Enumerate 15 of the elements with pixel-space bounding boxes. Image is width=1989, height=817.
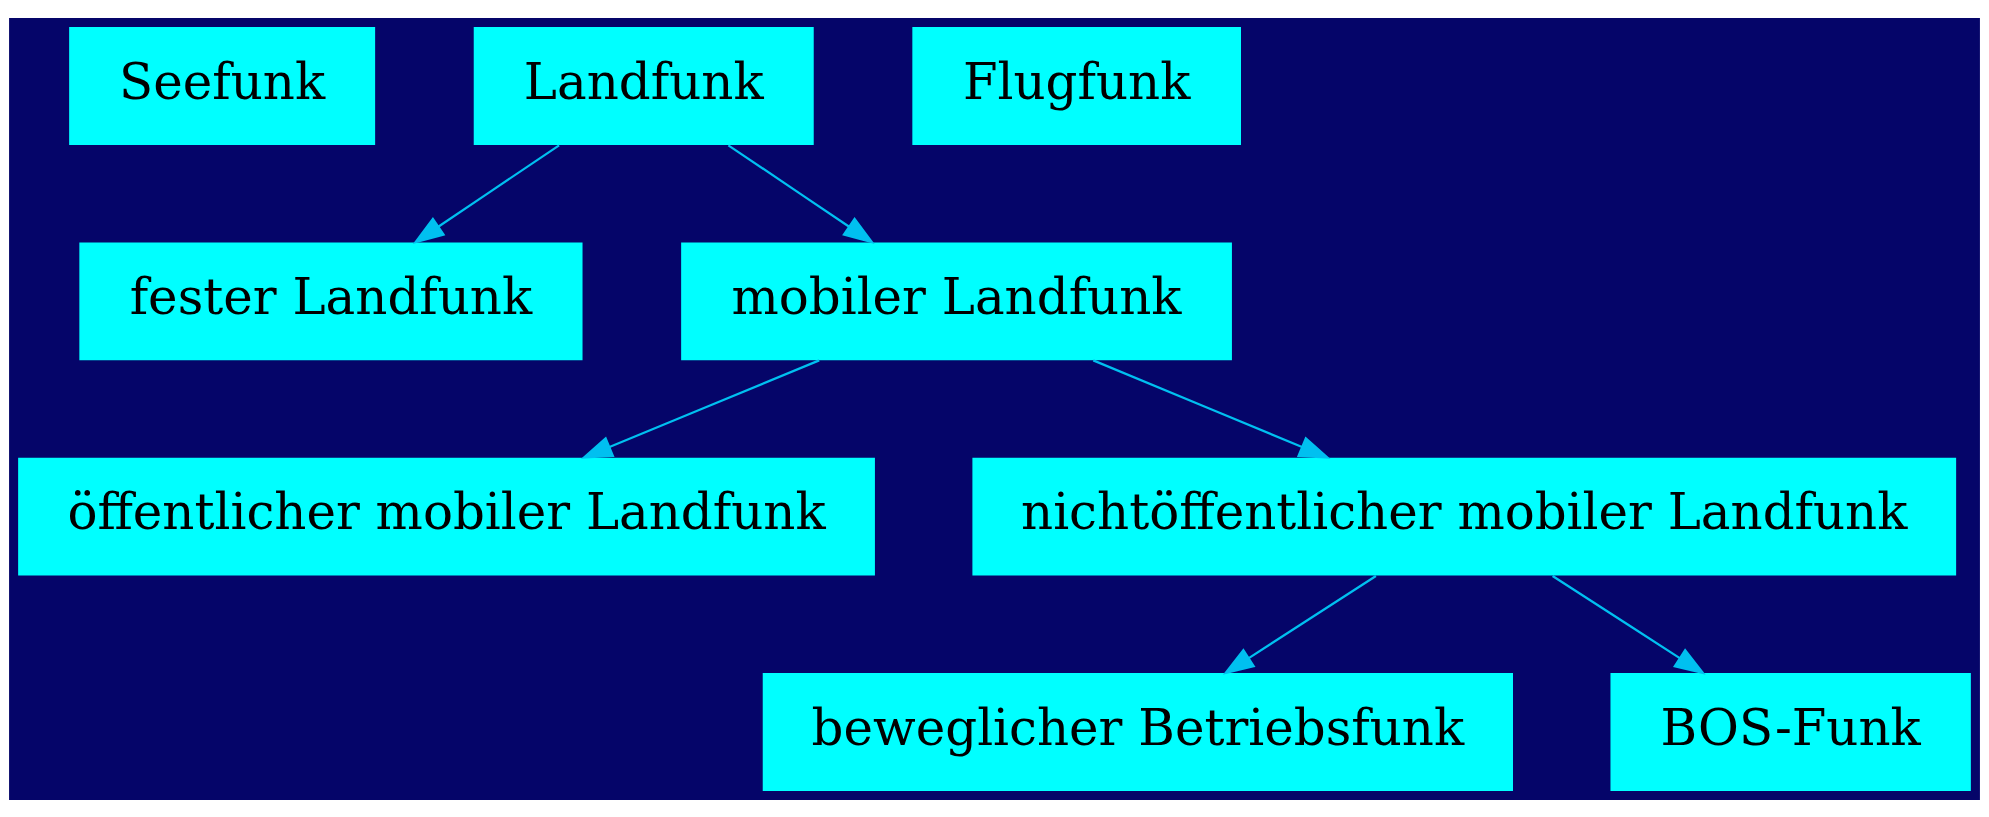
arrow (1092, 358, 1331, 459)
node-box: öffentlicher mobiler Landfunk (18, 457, 875, 576)
node-box: mobiler Landfunk (681, 241, 1232, 360)
arrow (580, 358, 820, 459)
arrow (1552, 574, 1706, 675)
node-box: BOS-Funk (1610, 672, 1971, 791)
node-box: beweglicher Betriebsfunk (762, 672, 1513, 791)
node-box: fester Landfunk (79, 241, 583, 360)
node-box: Flugfunk (912, 26, 1241, 145)
node-box: Landfunk (473, 26, 814, 145)
arrow (727, 143, 875, 244)
arrow (412, 143, 560, 244)
arrow (1222, 574, 1377, 675)
node-box: nichtöffentlicher mobiler Landfunk (972, 457, 1957, 576)
node-box: Seefunk (69, 26, 376, 145)
